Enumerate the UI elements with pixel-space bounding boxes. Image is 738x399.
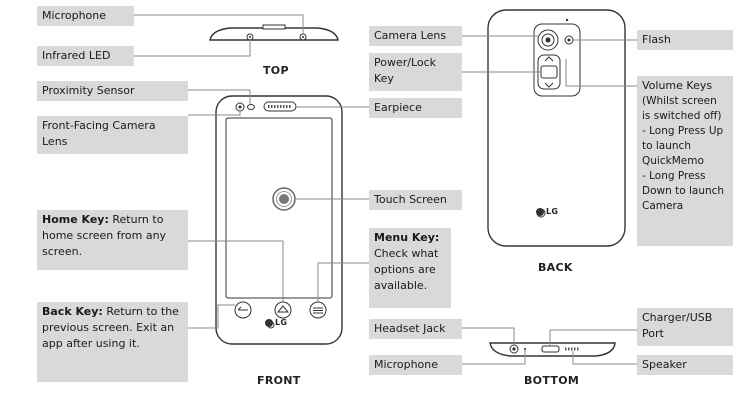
volume-keys-item-2: - Long Press Down to launch Camera [642, 170, 725, 212]
back-view [487, 9, 626, 247]
volume-keys-note: (Whilst screen is switched off) [642, 95, 722, 122]
label-charger-usb-port: Charger/USB Port [637, 308, 733, 346]
bottom-view [489, 342, 616, 357]
home-key-desc: Return to home screen from any screen. [42, 213, 167, 258]
label-infrared-led: Infrared LED [37, 46, 134, 66]
volume-keys-title: Volume Keys [642, 79, 713, 92]
label-microphone-top: Microphone [37, 6, 134, 26]
label-front-camera: Front-Facing Camera Lens [37, 116, 188, 154]
label-home-key: Home Key: Return to home screen from any… [37, 210, 188, 270]
back-key-title: Back Key: [42, 305, 103, 318]
back-lg-logo: LG [536, 207, 558, 216]
label-flash: Flash [637, 30, 733, 50]
bottom-view-caption: BOTTOM [524, 374, 580, 387]
menu-key-desc: Check what options are available. [374, 247, 439, 292]
top-view-caption: TOP [263, 64, 289, 77]
label-touch-screen: Touch Screen [369, 190, 462, 210]
label-microphone-bottom: Microphone [369, 355, 462, 375]
back-key-desc: Return to the previous screen. Exit an a… [42, 305, 179, 350]
label-headset-jack: Headset Jack [369, 319, 462, 339]
volume-keys-item-1: - Long Press Up to launch QuickMemo [642, 125, 724, 167]
top-view [209, 24, 339, 41]
back-view-caption: BACK [538, 261, 573, 274]
front-view [215, 95, 343, 345]
label-volume-keys: Volume Keys (Whilst screen is switched o… [637, 76, 733, 246]
label-earpiece: Earpiece [369, 98, 462, 118]
front-lg-logo: LG [265, 318, 287, 327]
leader-lines [134, 14, 637, 365]
label-back-key: Back Key: Return to the previous screen.… [37, 302, 188, 382]
menu-key-title: Menu Key: [374, 231, 440, 244]
label-proximity-sensor: Proximity Sensor [37, 81, 188, 101]
home-key-title: Home Key: [42, 213, 109, 226]
front-view-caption: FRONT [257, 374, 301, 387]
label-speaker: Speaker [637, 355, 733, 375]
label-power-lock-key: Power/Lock Key [369, 53, 462, 91]
label-menu-key: Menu Key: Check what options are availab… [369, 228, 451, 308]
label-camera-lens: Camera Lens [369, 26, 462, 46]
